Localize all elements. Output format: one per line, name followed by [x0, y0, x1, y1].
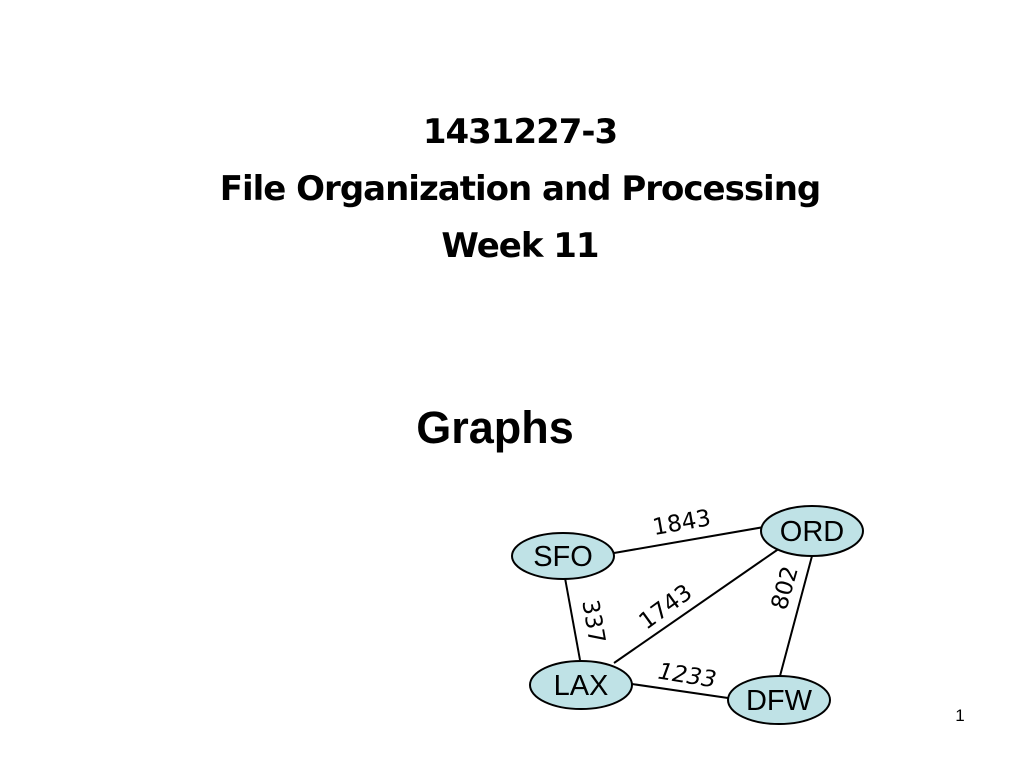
node-dfw [727, 675, 831, 725]
node-label-ord: ORD [780, 516, 844, 548]
edge-label-sfo-ord: 1843 [651, 505, 713, 541]
edge-lax-ord [613, 547, 781, 664]
edge-sfo-lax [564, 577, 581, 661]
node-label-sfo: SFO [533, 541, 593, 573]
node-ord [760, 505, 864, 557]
slide-title: 1431227-3 File Organization and Processi… [0, 104, 1024, 275]
edge-label-sfo-lax: 337 [576, 598, 609, 646]
node-sfo [511, 532, 615, 580]
course-code: 1431227-3 [422, 112, 618, 152]
slide-subtitle: Graphs [416, 402, 574, 453]
node-label-lax: LAX [554, 670, 609, 702]
node-lax [529, 660, 633, 710]
node-label-dfw: DFW [746, 685, 813, 717]
page-number: 1 [955, 706, 965, 725]
course-name: File Organization and Processing [219, 169, 822, 209]
edge-sfo-ord [613, 526, 765, 554]
edge-ord-dfw [779, 555, 813, 677]
edge-lax-dfw [631, 683, 729, 699]
week-label: Week 11 [441, 226, 599, 266]
